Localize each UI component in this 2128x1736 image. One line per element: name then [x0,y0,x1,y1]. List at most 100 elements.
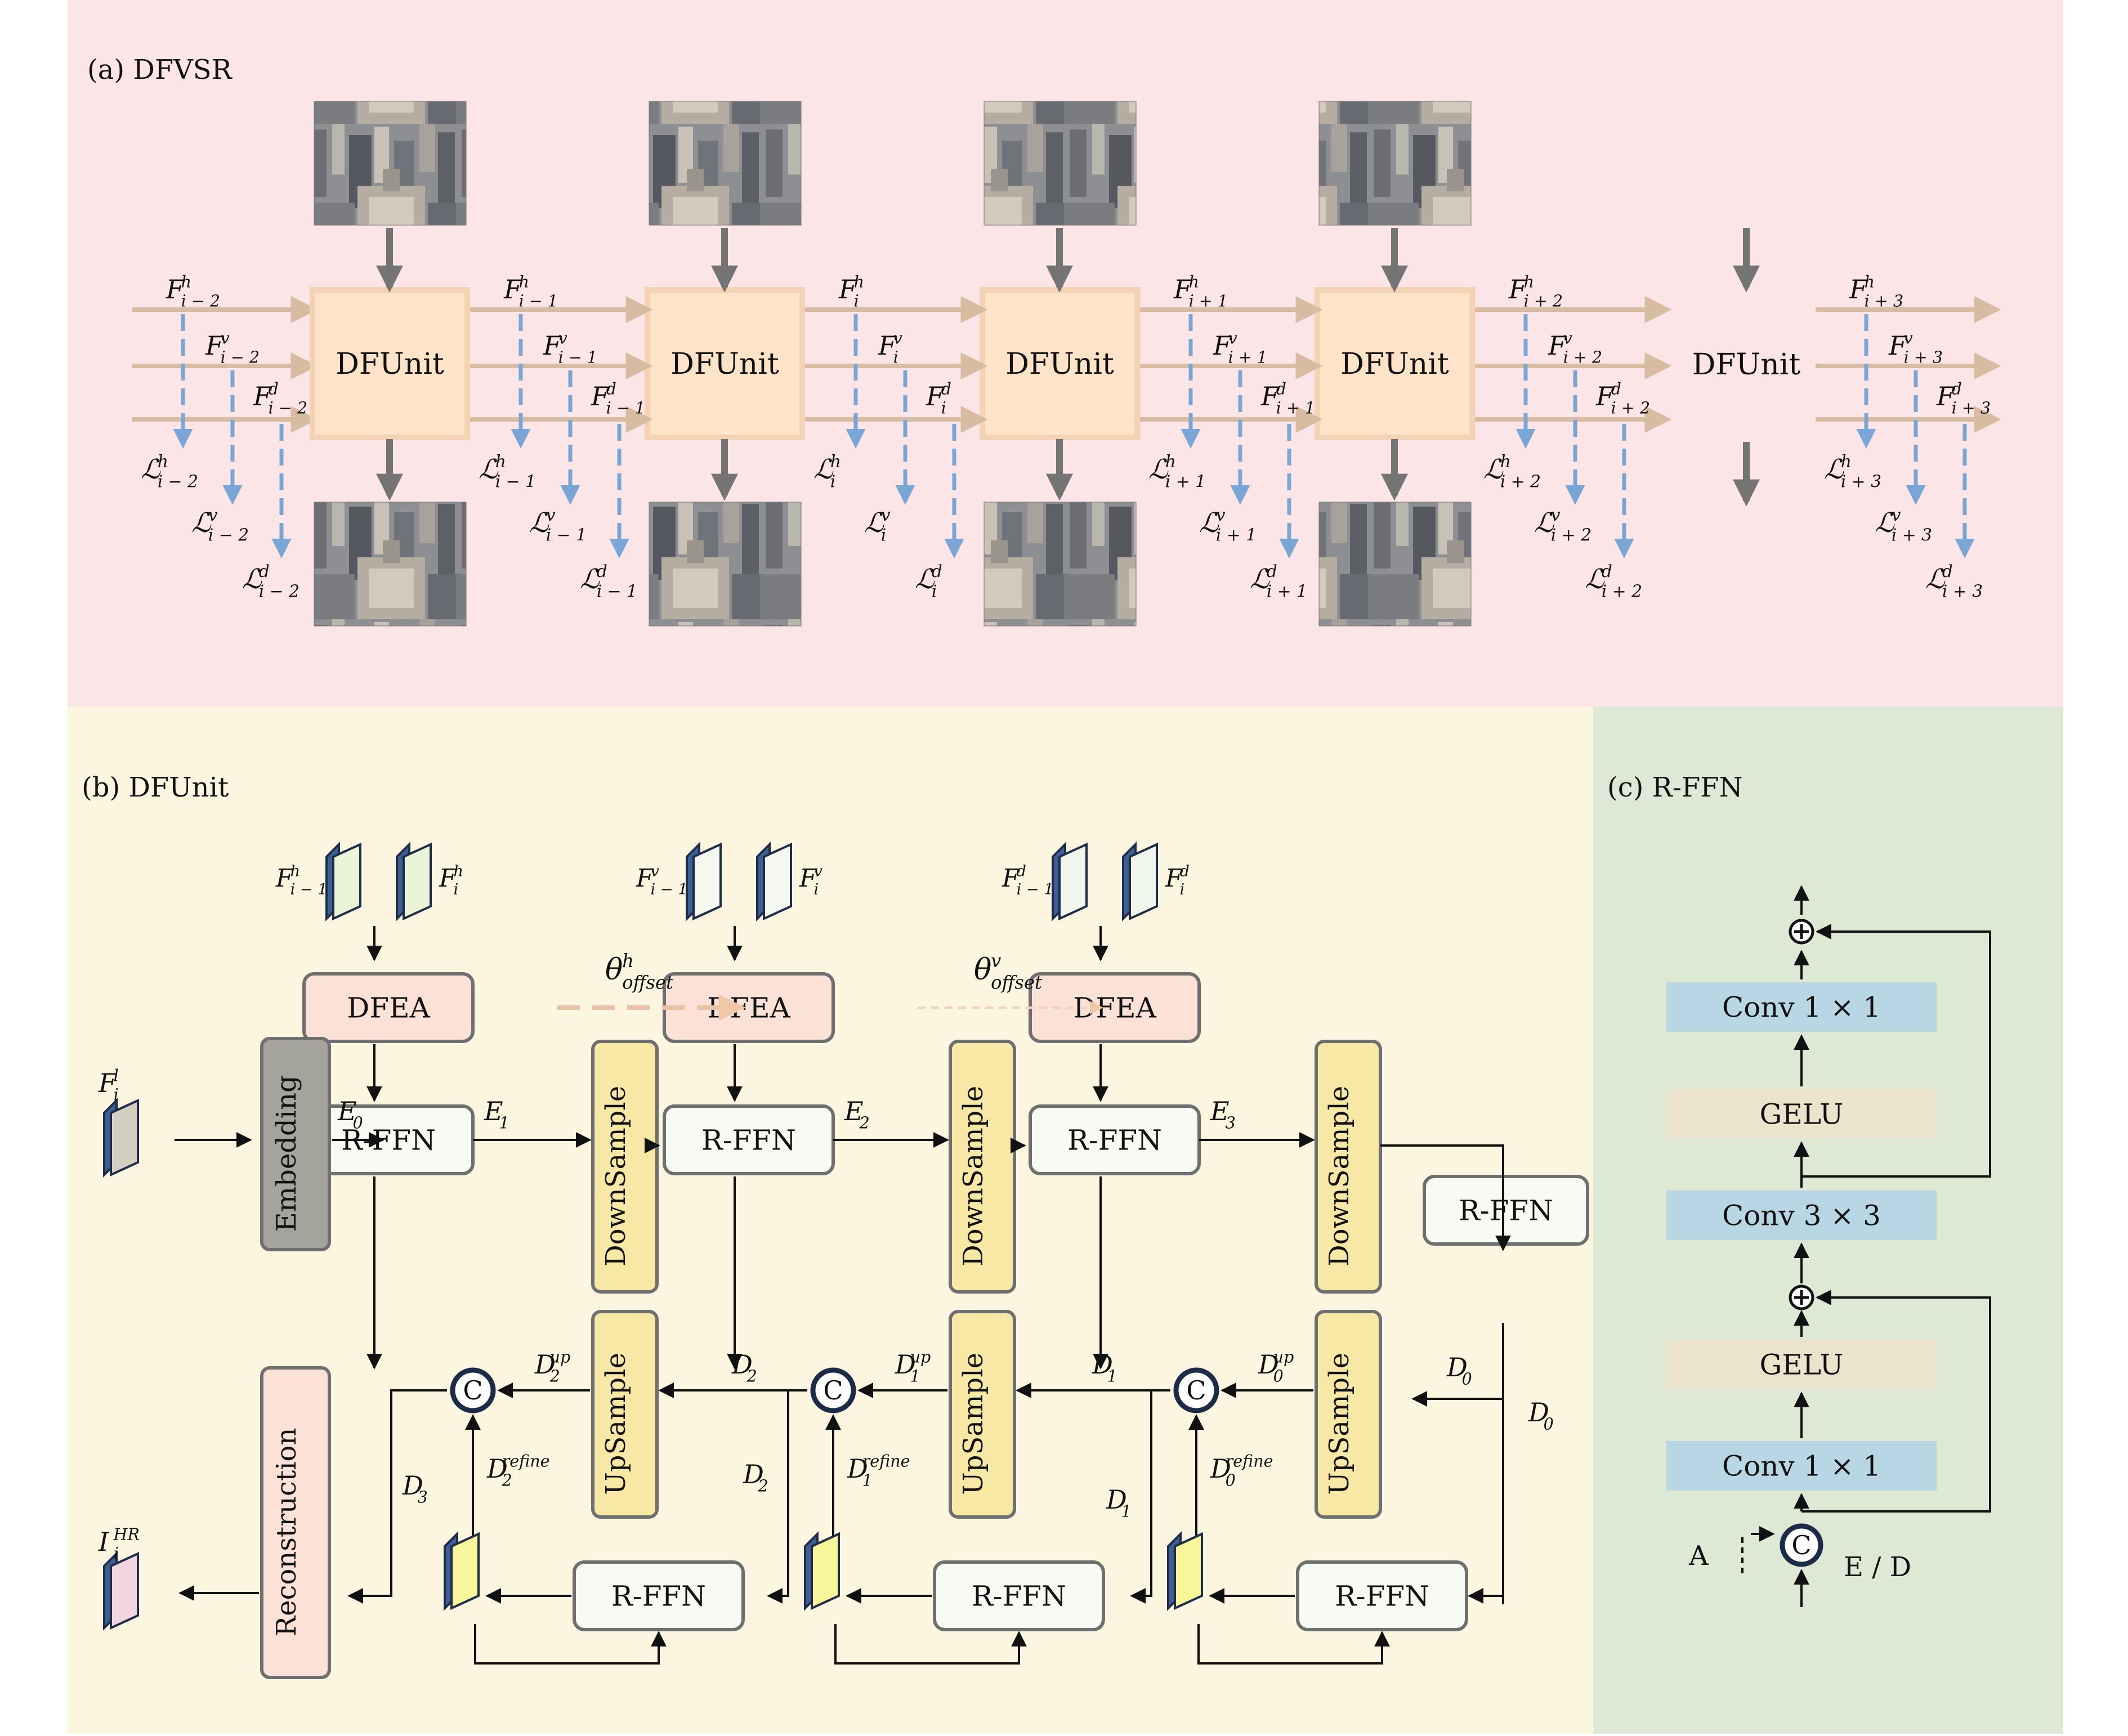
subscript: i [881,525,887,545]
symbol: F [1548,330,1567,361]
arrow-d3-to-reconstruction [347,1389,447,1604]
dfunit-input-label: Fli [98,1067,119,1104]
superscript: h [495,452,506,472]
subscript: i + 2 [1524,292,1563,311]
subscript: i + 3 [1841,472,1881,491]
loss-label-d: ℒdi + 2 [1585,562,1642,602]
rffn-block: R-FFN [663,1104,835,1175]
subscript: i [1180,881,1185,898]
concat-label: C [1186,1375,1206,1406]
loss-label-d: ℒdi [915,562,942,602]
concat-node: C [450,1367,496,1413]
rffn-layer-1-label: GELU [1759,1098,1843,1131]
concat-ring [450,1367,496,1413]
subscript: i [814,881,819,898]
loop-to-rffn [834,1624,1027,1665]
rffn-layer-2: Conv 3 × 3 [1666,1191,1937,1240]
subscript: offset [991,972,1042,994]
superscript: h [1524,273,1534,292]
subscript: i [114,1086,119,1104]
superscript: l [114,1067,119,1085]
superscript: d [1611,380,1621,399]
rffn-layer-0-label: Conv 1 × 1 [1722,991,1881,1024]
superscript: v [651,863,660,880]
symbol: D [1258,1349,1279,1380]
subscript: i [854,292,859,311]
feature-label-v: Fvi + 2 [1548,329,1602,367]
superscript: v [1892,505,1901,525]
feature-label-h: Fhi + 2 [1508,273,1563,311]
symbol: F [1260,381,1280,411]
dfunit-input-label-cur: Fvi [799,863,823,899]
superscript: v [558,329,567,348]
rffn-refine-block-label: R-FFN [611,1580,706,1613]
feature-label-d: Fdi + 1 [1260,380,1315,418]
dfunit-input-label-prev: Fhi − 1 [275,863,328,899]
rffn-layer-4-label: Conv 1 × 1 [1722,1450,1881,1483]
frame-border [983,101,1137,226]
d3-label: D3 [402,1470,428,1507]
symbol: F [799,864,817,893]
frame-border [1318,101,1472,226]
superscript: v [1563,329,1572,348]
upsample-block-shape [1315,1310,1382,1519]
feature-label-d: Fdi + 2 [1595,380,1650,418]
subscript: i + 2 [1500,472,1541,491]
symbol: F [926,381,945,411]
subscript: i − 1 [495,472,536,491]
embedding-block-shape [260,1037,331,1251]
subscript: i + 3 [1892,525,1932,545]
feature-label-v: Fvi − 1 [543,329,597,367]
subscript: 3 [418,1488,428,1507]
upsample-block: UpSample [949,1310,1016,1519]
subscript: i + 1 [1267,581,1307,601]
loss-label-h: ℒhi − 1 [479,452,536,492]
feature-label-h: Fhi − 2 [166,273,220,311]
rffn-refine-block: R-FFN [573,1560,745,1631]
superscript: v [1216,505,1226,525]
superscript: h [519,273,529,292]
reconstruction-block-label: Reconstruction [271,1428,302,1636]
symbol: F [253,381,272,411]
symbol: θ [974,953,991,987]
subscript: i + 3 [1942,581,1983,601]
subscript: i + 3 [1904,348,1943,367]
subscript: i − 1 [651,881,688,898]
input-frame-0 [314,101,467,226]
superscript: refine [862,1452,910,1471]
symbol: D [1106,1484,1127,1515]
symbol: E [844,1096,864,1126]
symbol: ℒ [479,454,499,485]
rffn-layer-1: GELU [1666,1089,1937,1139]
dfunit-input-card-prev [1052,842,1088,921]
subscript: i [830,472,836,491]
feature-label-d: Fdi + 3 [1936,380,1991,418]
subscript: 2 [549,1367,560,1386]
rffn-refine-block-label: R-FFN [1335,1580,1429,1613]
superscript: d [259,562,270,581]
subscript: i + 1 [1276,399,1315,418]
loop-to-rffn [474,1624,667,1665]
feature-label-v: Fvi [878,329,902,367]
subscript: i − 2 [208,525,249,545]
downsample-block-shape [1315,1040,1382,1294]
rffn-bottleneck: R-FFN [1423,1175,1589,1246]
rffn-layer-0: Conv 1 × 1 [1666,982,1937,1032]
downsample-block: DownSample [949,1040,1016,1294]
feature-label-h: Fhi [838,273,864,311]
symbol: E [337,1096,357,1126]
superscript: h [181,273,191,292]
card-face [1174,1532,1203,1610]
card-face [403,842,432,921]
rffn-layer-4: Conv 1 × 1 [1666,1441,1937,1491]
superscript: v [1228,329,1237,348]
subscript: 0 [1462,1370,1472,1389]
superscript: d [1602,562,1612,581]
superscript: refine [1226,1452,1273,1471]
dfunit-block-3: DFUnit [1315,287,1475,440]
rffn-layer-4-shape [1666,1441,1937,1491]
superscript: d [269,380,279,399]
